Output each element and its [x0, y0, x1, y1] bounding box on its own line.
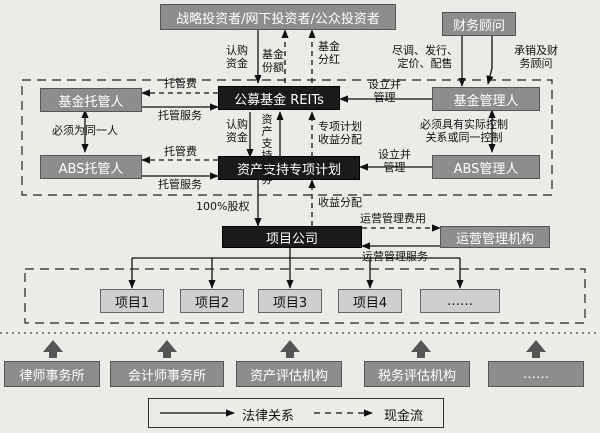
same-entity-label: 必须为同一人	[52, 124, 118, 137]
agency-up-arrows	[43, 340, 546, 358]
underwriting-arrow	[486, 36, 494, 85]
fund-share-label: 基金 份额	[262, 48, 284, 74]
agency-box: ……	[488, 361, 584, 387]
fund-custodian-box: 基金托管人	[40, 88, 142, 112]
project-box: 项目2	[180, 289, 244, 313]
agency-arrow-icon	[157, 340, 177, 358]
advisor-services-label: 尽调、发行、 定价、配售	[392, 44, 458, 70]
legend	[148, 398, 444, 428]
abs-plan-box: 资产支持专项计划	[218, 156, 360, 180]
custody-fee-label-1: 托管费	[164, 77, 197, 90]
financial-advisor-box: 财务顾问	[442, 12, 516, 36]
agency-arrow-icon	[411, 340, 431, 358]
establish-manage-label-1: 设立并 管理	[368, 78, 401, 104]
equity-label: 100%股权	[196, 200, 250, 213]
op-service-label: 运营管理服务	[362, 250, 428, 263]
investors-box: 战略投资者/网下投资者/公众投资者	[160, 4, 396, 30]
subscribe-label-1: 认购 资金	[226, 44, 248, 70]
project-box: 项目1	[100, 289, 164, 313]
agency-arrow-icon	[280, 340, 300, 358]
abs-custodian-box: ABS托管人	[40, 155, 142, 179]
project-box: 项目3	[258, 289, 322, 313]
underwrite-label: 承销及财 务顾问	[514, 44, 558, 70]
agency-box: 税务评估机构	[364, 361, 470, 387]
project-company-box: 项目公司	[222, 226, 362, 248]
operator-box: 运营管理机构	[440, 226, 550, 248]
control-label: 必须具有实际控制 关系或同一控制	[420, 118, 508, 144]
agency-arrow-icon	[43, 340, 63, 358]
legend-cash-label: 现金流	[384, 409, 424, 424]
agency-box: 资产评估机构	[236, 361, 342, 387]
fund-manager-box: 基金管理人	[432, 87, 540, 111]
agency-box: 会计师事务所	[110, 361, 224, 387]
custody-service-label-1: 托管服务	[158, 109, 202, 122]
abs-manager-box: ABS管理人	[432, 155, 540, 179]
agency-arrow-icon	[526, 340, 546, 358]
dividend-label: 基金 分红	[318, 40, 340, 66]
projects-frame	[24, 268, 586, 324]
income-label: 收益分配	[318, 196, 362, 209]
subscribe-label-2: 认购 资金	[226, 118, 248, 144]
op-fee-label: 运营管理费用	[360, 212, 426, 225]
middle-frame	[21, 79, 553, 196]
reits-box: 公募基金 REITs	[218, 86, 340, 110]
abs-securities-label: 资产支持证券	[261, 113, 273, 186]
establish-manage-label-2: 设立并 管理	[378, 148, 411, 174]
legend-legal-label: 法律关系	[242, 409, 295, 424]
custody-service-label-2: 托管服务	[158, 178, 202, 191]
project-box: 项目4	[338, 289, 402, 313]
project-box: ……	[420, 289, 500, 313]
custody-fee-label-2: 托管费	[164, 145, 197, 158]
agency-box: 律师事务所	[4, 361, 100, 387]
plan-income-label: 专项计划 收益分配	[318, 120, 362, 146]
